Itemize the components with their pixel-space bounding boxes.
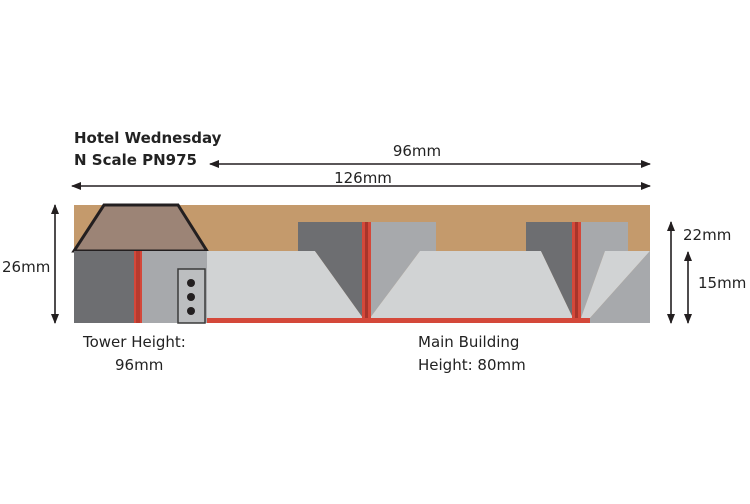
title-line-1: Hotel Wednesday	[74, 129, 222, 147]
gable-1-left	[298, 222, 363, 252]
total-length-label: 126mm	[334, 169, 392, 187]
main-wall-1-shade	[315, 251, 363, 318]
tower-height-label-1: Tower Height:	[82, 333, 186, 351]
main-wall-2-shade-right	[541, 251, 573, 318]
main-height-label-1: Main Building	[418, 333, 519, 351]
main-wall-2	[370, 251, 573, 318]
main-wall-1	[207, 251, 363, 318]
main-wall-end	[590, 251, 650, 323]
building-footprint	[71, 203, 650, 324]
tower-height-label-2: 96mm	[115, 356, 163, 374]
right-depth-outer-label: 22mm	[683, 226, 731, 244]
panel-dot-icon	[187, 307, 195, 315]
gable-2-right	[581, 222, 628, 252]
panel-dot-icon	[187, 279, 195, 287]
gable-1-right	[370, 222, 436, 252]
base-brick-strip	[207, 318, 590, 323]
title-line-2: N Scale PN975	[74, 151, 197, 169]
main-length-label: 96mm	[393, 142, 441, 160]
total-depth-label: 26mm	[2, 258, 50, 276]
main-wall-3	[581, 251, 650, 318]
gable-2-left	[526, 222, 573, 252]
right-depth-inner-label: 15mm	[698, 274, 746, 292]
panel-dot-icon	[187, 293, 195, 301]
main-height-label-2: Height: 80mm	[418, 356, 526, 374]
